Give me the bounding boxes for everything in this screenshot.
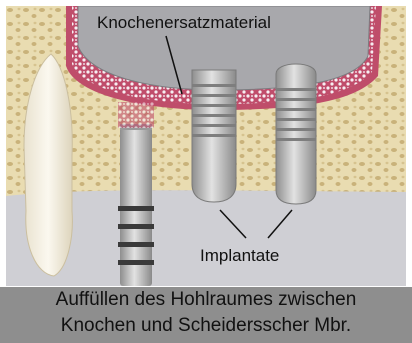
label-implants: Implantate bbox=[200, 246, 279, 266]
graft-around-left-implant bbox=[118, 102, 154, 128]
implant-illustration bbox=[6, 6, 406, 286]
implant-middle bbox=[192, 70, 236, 202]
caption-line-2: Knochen und Scheidersscher Mbr. bbox=[0, 313, 412, 339]
caption-line-1: Auffüllen des Hohlraumes zwischen bbox=[0, 287, 412, 313]
implant-right bbox=[276, 64, 316, 204]
label-bone-graft-material: Knochenersatzmaterial bbox=[97, 13, 271, 33]
implant-left bbox=[118, 124, 154, 286]
figure-caption: Auffüllen des Hohlraumes zwischen Knoche… bbox=[0, 287, 412, 343]
